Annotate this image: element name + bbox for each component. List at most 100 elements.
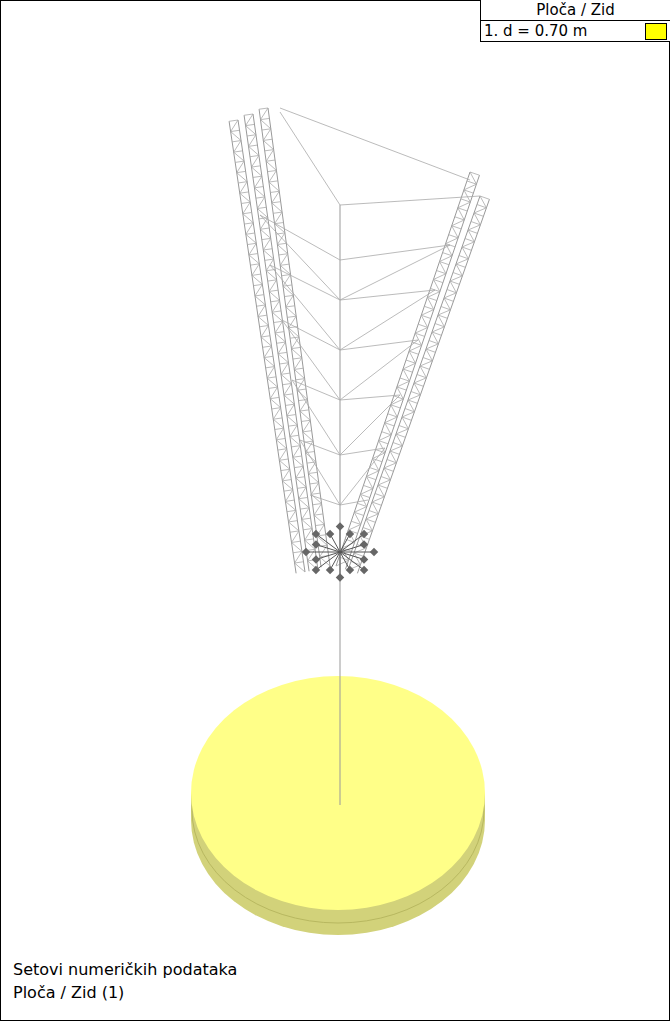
member-line (340, 552, 364, 570)
member-line (240, 182, 247, 194)
member-line (295, 551, 302, 563)
member-line (340, 545, 364, 552)
member-line (251, 167, 261, 176)
member-line (458, 202, 471, 208)
member-line (258, 305, 265, 317)
member-line (306, 552, 340, 553)
member-line (284, 490, 293, 491)
member-line (467, 181, 476, 184)
member-line (286, 306, 295, 307)
member-line (288, 510, 295, 522)
member-line (257, 197, 264, 209)
member-line (243, 202, 250, 214)
member-line (260, 215, 340, 260)
member-line (278, 449, 287, 450)
member-line (258, 315, 267, 316)
member-line (378, 480, 390, 485)
member-line (259, 109, 321, 567)
member-line (300, 410, 309, 411)
member-line (379, 435, 392, 441)
support-diamond (312, 530, 320, 538)
support-diamond (360, 540, 368, 548)
member-line (414, 378, 426, 383)
member-line (461, 199, 470, 202)
member-line (429, 341, 438, 344)
member-line (238, 182, 247, 183)
member-line (234, 141, 241, 153)
member-line (265, 259, 274, 260)
member-line (252, 264, 259, 276)
member-line (288, 521, 297, 522)
support-diamond (370, 548, 378, 556)
member-line (299, 499, 309, 508)
member-line (303, 432, 313, 441)
member-line (447, 290, 456, 293)
member-line (284, 383, 291, 395)
member-line (293, 457, 303, 466)
member-line (237, 161, 244, 173)
member-line (275, 332, 284, 333)
member-line (310, 483, 319, 484)
support-diamond (312, 540, 320, 548)
member-line (231, 120, 238, 132)
member-line (282, 481, 292, 490)
member-line (279, 460, 289, 469)
member-line (279, 459, 288, 460)
member-line (357, 199, 489, 573)
member-line (289, 316, 297, 328)
member-line (261, 337, 271, 346)
member-line (281, 469, 290, 470)
member-line (281, 363, 288, 375)
legend-row: 1. d = 0.70 m (481, 21, 670, 41)
member-line (266, 150, 274, 162)
member-line (415, 327, 428, 333)
member-line (402, 412, 414, 417)
member-line (369, 511, 378, 514)
member-line (316, 552, 340, 570)
member-line (441, 307, 450, 310)
member-line (291, 349, 301, 358)
member-line (340, 534, 364, 552)
member-line (456, 259, 468, 264)
member-line (235, 161, 244, 162)
member-line (232, 141, 241, 142)
member-line (246, 124, 255, 125)
member-line (270, 265, 340, 300)
member-line (269, 280, 276, 292)
support-diamond (360, 555, 368, 563)
member-line (267, 377, 276, 378)
member-line (261, 325, 268, 337)
member-line (266, 259, 273, 271)
member-line (411, 392, 420, 395)
member-line (285, 490, 292, 502)
member-line (254, 187, 263, 188)
member-line (285, 500, 294, 501)
member-line (403, 363, 416, 369)
member-line (280, 112, 340, 205)
member-line (455, 217, 464, 220)
member-line (299, 487, 306, 499)
member-line (423, 358, 432, 361)
member-line (300, 440, 340, 505)
member-line (381, 477, 390, 480)
member-line (370, 468, 379, 471)
member-line (278, 342, 285, 354)
member-line (263, 346, 272, 347)
member-line (282, 383, 291, 384)
member-line (263, 140, 273, 149)
member-line (294, 368, 303, 369)
member-line (384, 463, 396, 468)
member-line (372, 497, 384, 502)
member-line (267, 378, 277, 387)
member-line (340, 290, 435, 350)
member-line (340, 245, 450, 300)
member-line (293, 456, 302, 457)
member-line (292, 543, 302, 552)
member-line (316, 552, 340, 559)
member-line (314, 514, 323, 515)
member-line (275, 321, 282, 333)
member-line (284, 295, 293, 296)
member-line (261, 336, 270, 337)
support-diamond (346, 566, 354, 574)
member-line (264, 346, 271, 358)
